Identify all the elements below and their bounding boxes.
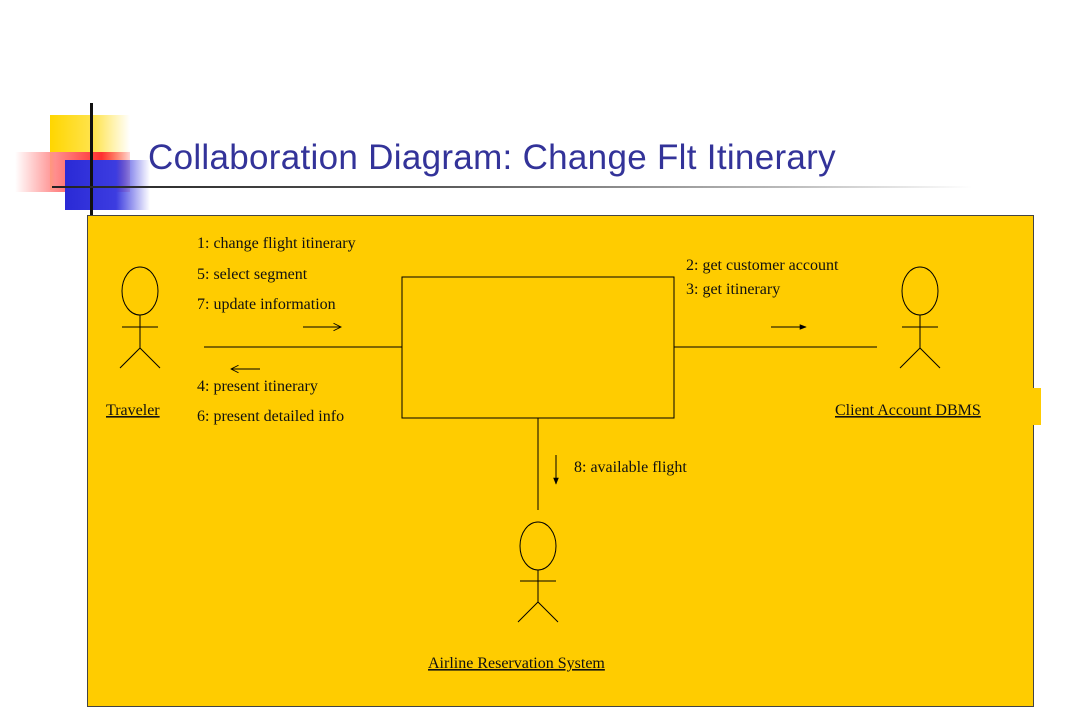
actor-label-airline: Airline Reservation System <box>428 655 605 672</box>
message-label: 6: present detailed info <box>197 408 344 425</box>
message-label: 4: present itinerary <box>197 378 318 395</box>
message-label: 8: available flight <box>574 459 687 476</box>
message-label: 2: get customer account <box>686 257 839 274</box>
message-label: 1: change flight itinerary <box>197 235 356 252</box>
title-underline <box>52 186 972 188</box>
system-object-box <box>401 276 675 419</box>
message-label: 5: select segment <box>197 266 308 283</box>
message-label: 7: update information <box>197 296 336 313</box>
message-label: 3: get itinerary <box>686 281 780 298</box>
title-decoration-blue <box>65 160 150 210</box>
actor-label-client-dbms: Client Account DBMS <box>835 402 981 419</box>
slide-title: Collaboration Diagram: Change Flt Itiner… <box>148 138 836 177</box>
actor-label-dbms-box <box>832 388 1041 425</box>
actor-traveler-figure <box>119 266 161 369</box>
actor-airline-figure <box>517 521 559 623</box>
actor-client-dbms-figure <box>899 266 941 369</box>
title-decoration-vertical-line <box>90 103 93 215</box>
actor-label-traveler: Traveler <box>106 402 160 419</box>
